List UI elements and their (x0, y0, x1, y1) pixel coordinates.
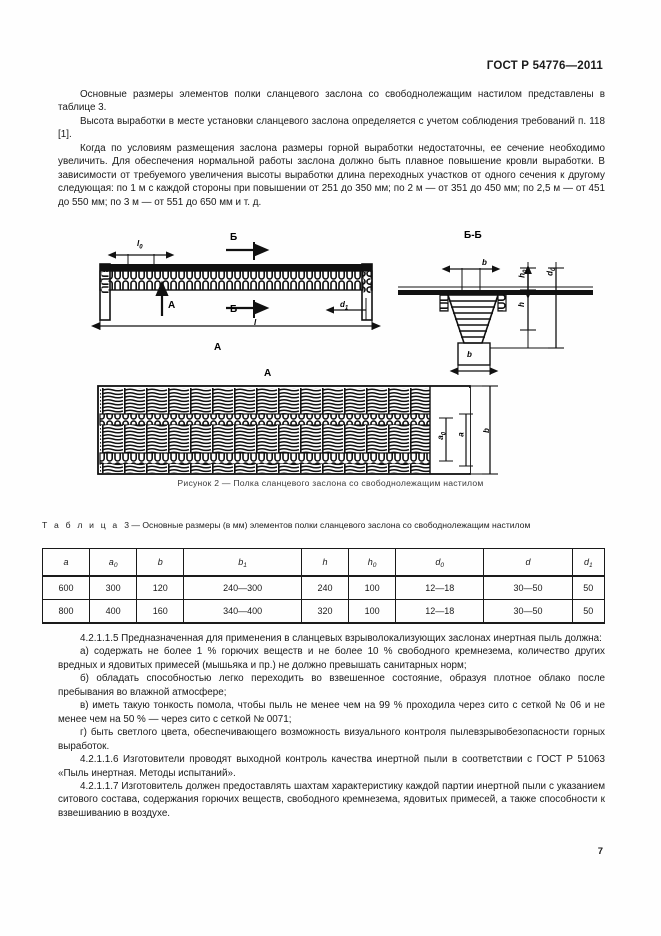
table-row: 800 400 160 340—400 320 100 12—18 30—50 … (41, 599, 606, 624)
clause-item-v: в) иметь такую тонкость помола, чтобы пы… (58, 700, 605, 725)
figure-caption: Рисунок 2 — Полка сланцевого заслона со … (177, 478, 484, 488)
plan-view-group (97, 385, 498, 475)
dimensions-table: a a0 b b1 h h0 d0 d d1 600 300 120 240—3… (41, 548, 606, 624)
table-header-row: a a0 b b1 h h0 d0 d d1 (41, 548, 606, 577)
table-cell: 12—18 (395, 575, 485, 600)
dimension-label-a-plan: a (456, 432, 466, 437)
document-standard-header: ГОСТ Р 54776—2011 (486, 60, 603, 72)
table-cell: 240—300 (183, 575, 302, 600)
table-cell: 100 (348, 575, 397, 600)
clause-4-2-1-1-7: 4.2.1.1.7 Изготовитель должен предоставл… (58, 780, 605, 819)
table-header-cell: a0 (89, 548, 138, 577)
table-header-cell: b (136, 548, 185, 577)
section-bb-group (398, 262, 593, 375)
table-header-cell: h (300, 548, 350, 577)
figure-2: l0 Б Б А d1 l А Б-Б b b h0 h d0 А a0 a b (58, 230, 605, 478)
table-header-cell: d0 (395, 548, 485, 577)
table-header-cell: h0 (348, 548, 397, 577)
table-cell: 800 (41, 599, 91, 624)
section-label-b-top: Б (230, 232, 238, 243)
table-cell: 50 (571, 599, 606, 624)
dimension-label-l: l (254, 318, 257, 327)
table-cell: 320 (300, 599, 350, 624)
table-cell: 12—18 (395, 599, 485, 624)
section-label-b-bottom: Б (230, 304, 238, 315)
table-cell: 50 (571, 575, 606, 600)
clause-item-a: а) содержать не более 1 % горючих вещест… (58, 646, 605, 671)
table-header-cell: d (483, 548, 573, 577)
clause-item-b: б) обладать способностью легко переходит… (58, 673, 605, 698)
table-cell: 340—400 (183, 599, 302, 624)
dimension-label-a-top: b (482, 258, 487, 267)
table-cell: 600 (41, 575, 91, 600)
section-label-bb: Б-Б (464, 230, 482, 241)
dimension-label-l0: l0 (137, 239, 143, 251)
table-cell: 30—50 (483, 599, 573, 624)
paragraph: Когда по условиям размещения заслона раз… (58, 142, 605, 208)
table-header-cell: b1 (183, 548, 302, 577)
elevation-view-group (90, 242, 382, 330)
plan-view-label-a: А (264, 368, 272, 379)
lower-body-text: 4.2.1.1.5 Предназначенная для применения… (58, 632, 605, 820)
table-number: 3 (124, 520, 129, 530)
technical-drawing-svg (90, 242, 593, 475)
table-header-cell: d1 (571, 548, 606, 577)
clause-item-g: г) быть светлого цвета, обеспечивающего … (58, 727, 605, 752)
paragraph: Высота выработки в месте установки сланц… (58, 115, 605, 141)
page-number: 7 (597, 846, 603, 857)
table-cell: 240 (300, 575, 350, 600)
table-label-prefix: Т а б л и ц а (42, 520, 120, 530)
table-cell: 160 (136, 599, 185, 624)
dimension-label-h: h (516, 302, 526, 307)
table-cell: 30—50 (483, 575, 573, 600)
dimension-label-overall-plan: b (481, 428, 491, 433)
view-label-a: А (214, 342, 222, 353)
table-cell: 100 (348, 599, 397, 624)
table-title: Т а б л и ц а 3 — Основные размеры (в мм… (42, 519, 605, 532)
dimension-label-d1: d1 (340, 300, 349, 312)
table-row: 600 300 120 240—300 240 100 12—18 30—50 … (41, 575, 606, 600)
clause-4-2-1-1-6: 4.2.1.1.6 Изготовители проводят выходной… (58, 754, 605, 779)
paragraph: Основные размеры элементов полки сланцев… (58, 89, 605, 114)
table-header-cell: a (41, 548, 91, 577)
table-cell: 400 (89, 599, 138, 624)
table-cell: 300 (89, 575, 138, 600)
section-label-a-arrow: А (168, 300, 176, 311)
dimension-label-h0: h0 (517, 269, 529, 278)
upper-body-text: Основные размеры элементов полки сланцев… (58, 88, 605, 209)
dimension-label-d0: d0 (545, 267, 557, 276)
table-title-text: — Основные размеры (в мм) элементов полк… (131, 520, 531, 530)
dimension-label-b: b (467, 350, 472, 359)
figure-drawing-canvas: l0 Б Б А d1 l А Б-Б b b h0 h d0 А a0 a b (58, 230, 605, 478)
clause-4-2-1-1-5: 4.2.1.1.5 Предназначенная для применения… (80, 633, 602, 644)
table-cell: 120 (136, 575, 185, 600)
dimension-label-a0-plan: a0 (436, 431, 448, 440)
